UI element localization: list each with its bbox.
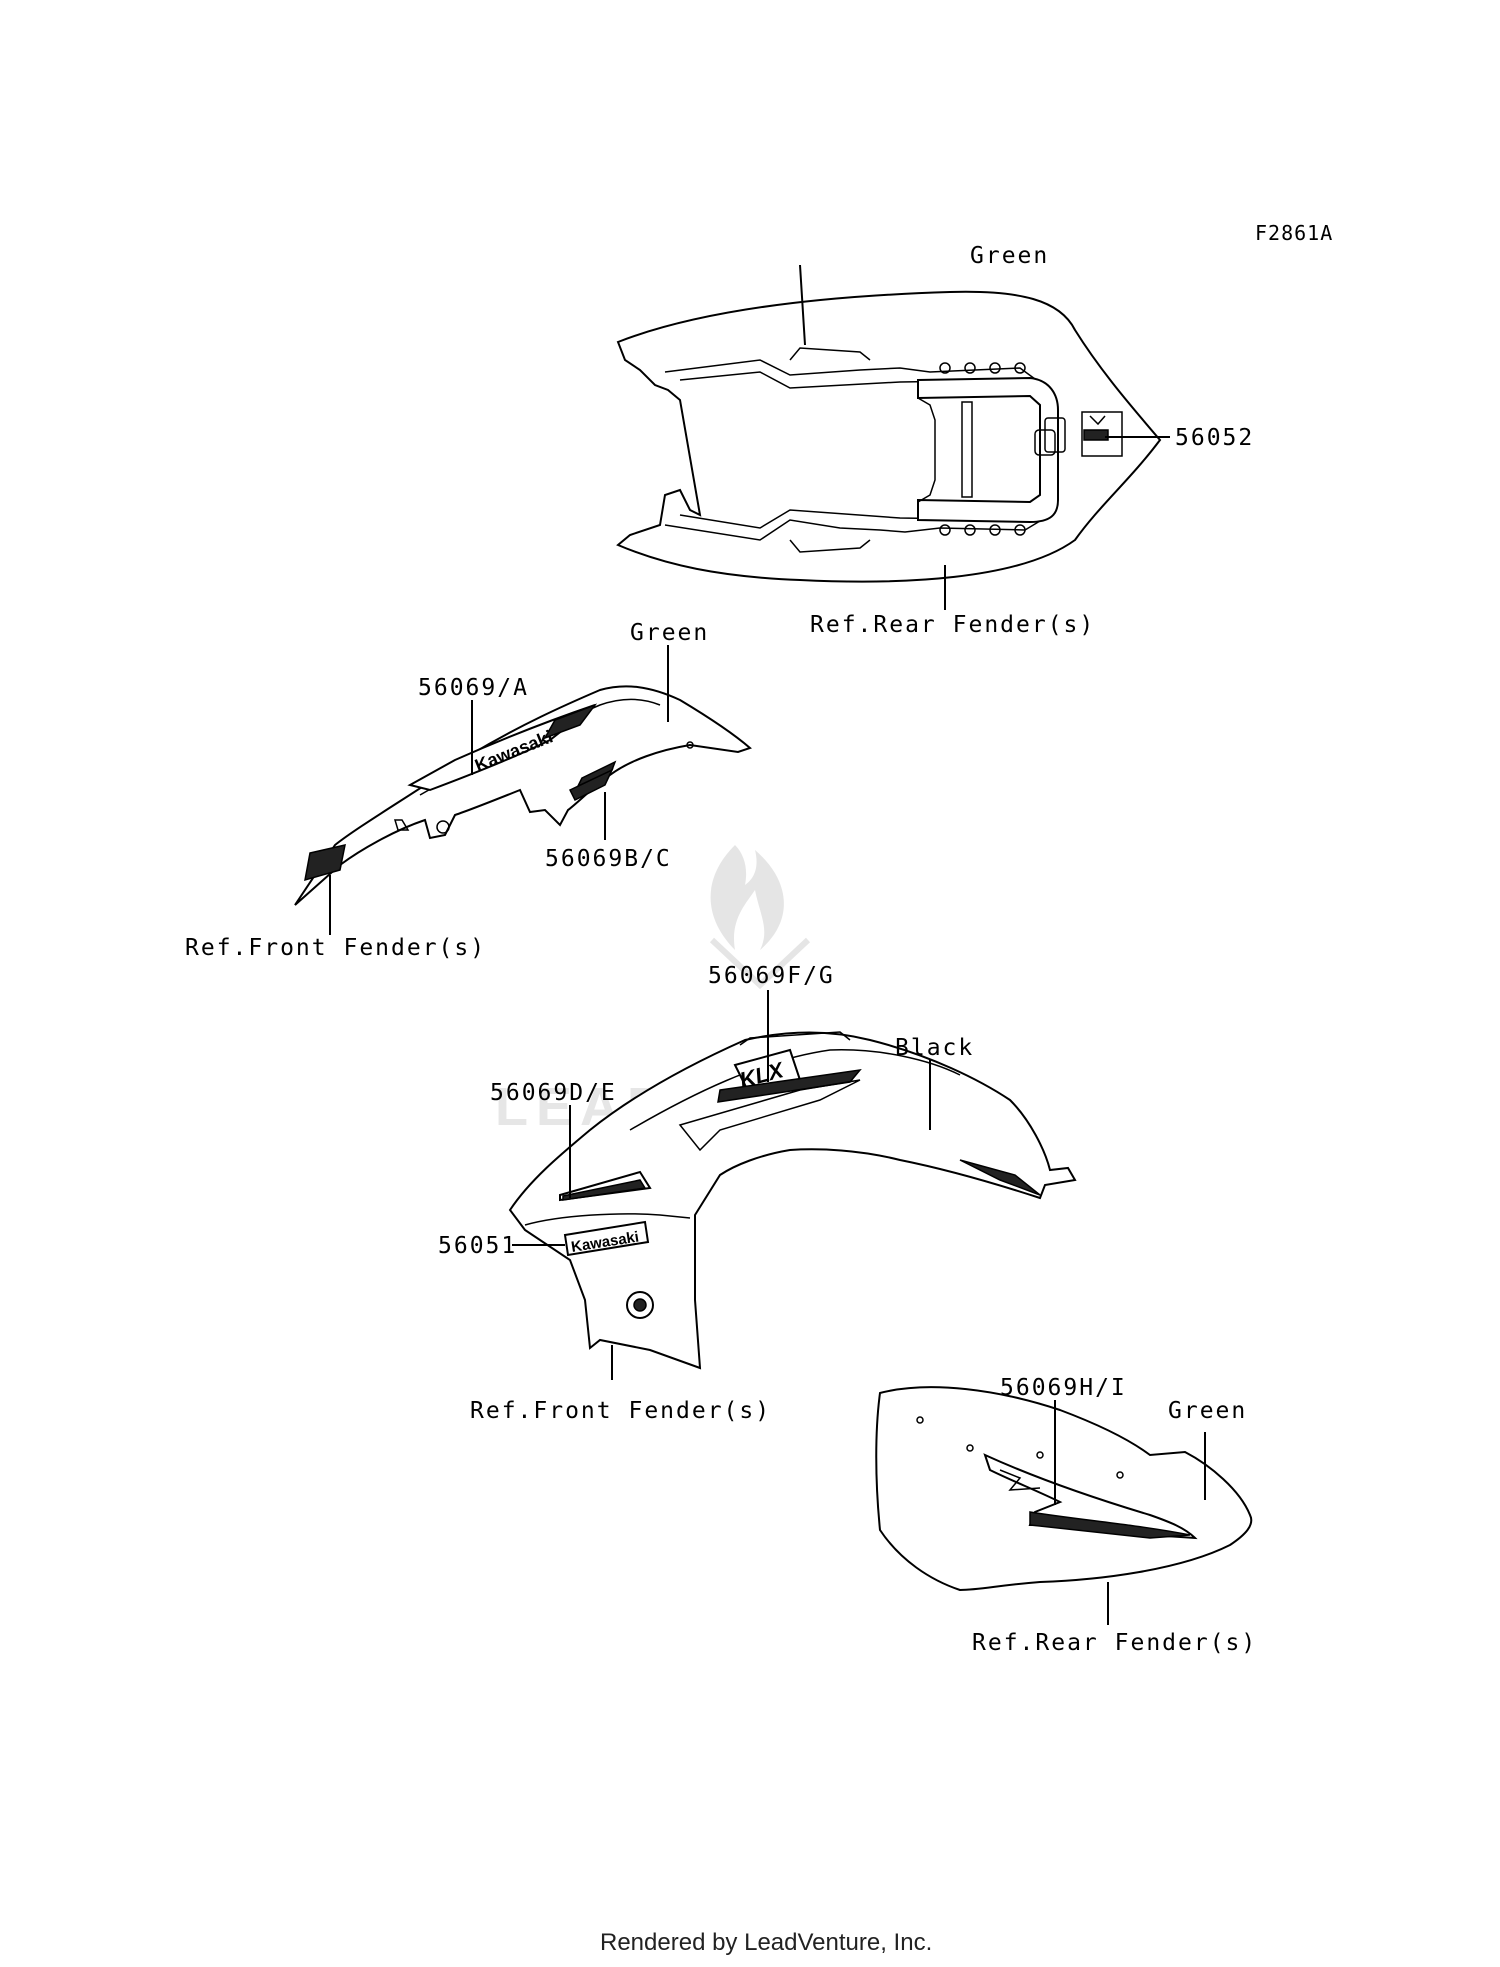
label-56069-a: 56069/A [418, 675, 529, 701]
front-fender-side-view [294, 685, 752, 906]
label-green-top: Green [970, 243, 1049, 269]
decal-56069-de-icon [559, 1170, 652, 1202]
watermark-flame-icon [709, 845, 811, 990]
label-ref-rear-fender-top: Ref.Rear Fender(s) [810, 612, 1095, 638]
decal-black-stripe-icon [678, 1079, 1041, 1196]
label-black: Black [895, 1035, 974, 1061]
label-ref-rear-fender-bottom: Ref.Rear Fender(s) [972, 1630, 1257, 1656]
leader-green-top [799, 264, 806, 346]
label-56052: 56052 [1175, 425, 1254, 451]
label-green-front: Green [630, 620, 709, 646]
label-56051: 56051 [438, 1233, 517, 1259]
label-56069-fg: 56069F/G [708, 963, 835, 989]
label-56069-de: 56069D/E [490, 1080, 617, 1106]
label-56069-bc: 56069B/C [545, 846, 672, 872]
decal-56052-icon [1081, 411, 1123, 457]
decal-56069-hi-icon [983, 1453, 1198, 1540]
footer-credit: Rendered by LeadVenture, Inc. [600, 1929, 932, 1956]
rear-fender-top-view [616, 290, 1162, 583]
decal-56069-bc-icon [568, 760, 617, 802]
figure-code: F2861A [1255, 221, 1333, 245]
label-ref-front-fender-1: Ref.Front Fender(s) [185, 935, 486, 961]
label-ref-front-fender-2: Ref.Front Fender(s) [470, 1398, 771, 1424]
label-green-rear: Green [1168, 1398, 1247, 1424]
label-56069-hi: 56069H/I [1000, 1375, 1127, 1401]
front-shroud-view [508, 1031, 1077, 1370]
